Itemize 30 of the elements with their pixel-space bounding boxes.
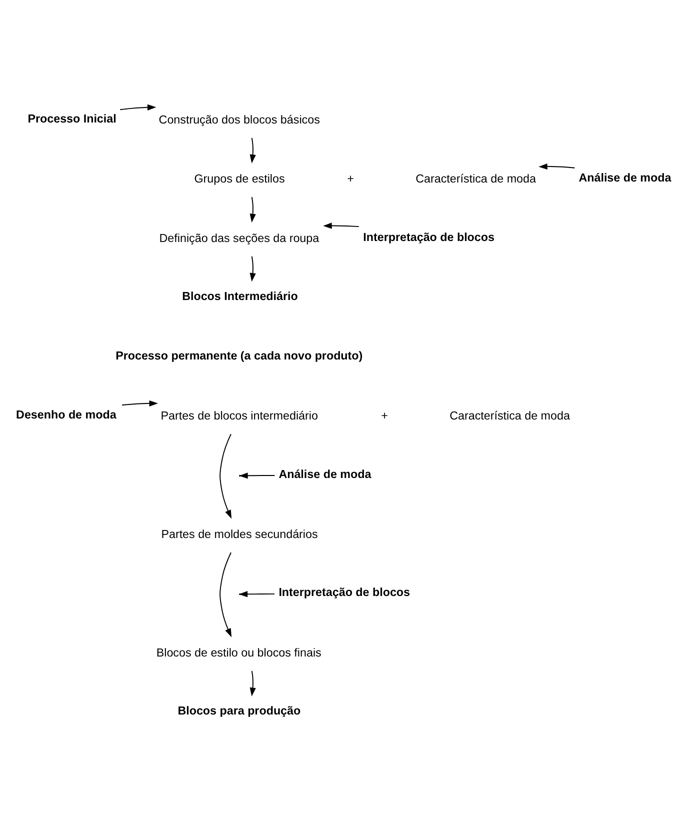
arrow <box>250 136 256 163</box>
arrow <box>250 196 256 222</box>
arrow <box>220 552 232 637</box>
node-text: Interpretação de blocos <box>278 586 410 599</box>
arrow <box>120 104 156 110</box>
arrow <box>250 670 256 696</box>
arrow <box>122 400 158 406</box>
node-text: Característica de moda <box>416 172 536 186</box>
arrow <box>323 222 360 228</box>
node-text: Blocos de estilo ou blocos finais <box>156 646 322 659</box>
node-text: Processo Inicial <box>28 112 116 125</box>
node-text: Definição das seções da roupa <box>159 231 320 244</box>
node-text: Grupos de estilos <box>194 172 285 186</box>
label: Processo permanente (a cada novo produto) <box>116 348 363 362</box>
arrow <box>220 433 232 518</box>
label: + <box>347 172 354 186</box>
arrow <box>239 472 276 478</box>
node-text: Blocos para produção <box>178 704 301 718</box>
node-text: Análise de moda <box>278 467 372 480</box>
node-text: Desenho de moda <box>16 408 116 422</box>
node-text: Partes de moldes secundários <box>161 527 318 540</box>
node-text: Construção dos blocos básicos <box>158 112 320 126</box>
node-text: Interpretação de blocos <box>363 230 495 244</box>
node-text: Característica de moda <box>450 409 570 422</box>
node-text: Análise de moda <box>578 171 672 184</box>
node-text: Blocos Intermediário <box>182 290 298 303</box>
arrow <box>250 255 256 282</box>
arrow <box>538 162 576 170</box>
label: + <box>381 409 388 422</box>
node-text: Partes de blocos intermediário <box>160 409 318 422</box>
